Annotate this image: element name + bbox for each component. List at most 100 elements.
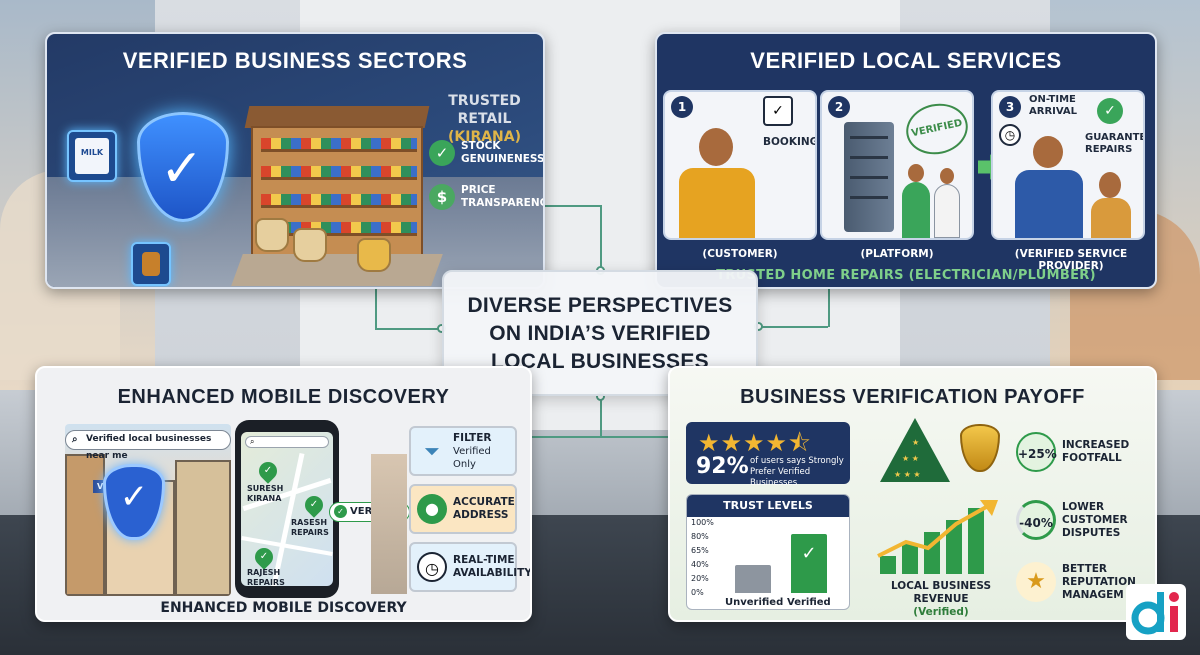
star-icon: ★ ★ [902, 454, 919, 463]
connector-line [375, 289, 377, 329]
panel-title: VERIFIED BUSINESS SECTORS [122, 48, 468, 73]
star-icon: ★ [912, 438, 920, 447]
technician-avatar [1033, 136, 1063, 168]
phone-search-input[interactable]: ⌕ [245, 436, 329, 448]
accurate-address-card[interactable]: ● ACCURATE ADDRESS [409, 484, 517, 534]
customer-avatar [699, 128, 733, 166]
street-scene-right [371, 454, 407, 594]
panel-caption: ENHANCED MOBILE DISCOVERY [160, 600, 407, 616]
preference-percentage: 92% [696, 454, 749, 479]
panel-verified-business-sectors: VERIFIED BUSINESS SECTORS MILK ✓ TRUSTED… [45, 32, 545, 289]
trust-axis-tick: 65% [691, 546, 709, 555]
feature-price-transparency: $ PRICE TRANSPARENCY [429, 184, 543, 210]
connector-line [532, 436, 602, 438]
map-pin-icon[interactable]: ✓ [301, 492, 327, 518]
filter-funnel-icon: ⏷ [424, 439, 440, 463]
search-input[interactable]: ⌕ Verified local businesses near me [65, 430, 231, 461]
panel-business-verification-payoff: BUSINESS VERIFICATION PAYOFF ★★★★⯪ 92% o… [668, 366, 1157, 622]
revenue-bar [902, 544, 918, 574]
jar-product-card [131, 242, 171, 286]
step-platform: 2 VERIFIED [820, 90, 974, 240]
clock-icon: ◷ [999, 124, 1021, 146]
step-caption: (VERIFIED SERVICE PROVIDER) [1014, 248, 1128, 272]
connector-line [375, 328, 442, 330]
feature-label: STOCK GENUINENESS [461, 140, 545, 165]
on-time-arrival-label: ON-TIME ARRIVAL [1029, 94, 1078, 117]
search-icon: ⌕ [72, 434, 78, 445]
benefit-increased-footfall: +25% INCREASED FOOTFALL [1016, 432, 1154, 472]
check-icon: ✓ [334, 505, 347, 518]
map-pin-icon[interactable]: ✓ [251, 544, 277, 570]
homeowner-avatar [1099, 172, 1121, 198]
trust-bar-label: Verified [787, 597, 831, 608]
central-title-line: LOCAL BUSINESSES [491, 350, 709, 373]
feature-label: FILTER Verified Only [453, 432, 515, 471]
disputes-reduction-icon: -40% [1016, 500, 1056, 540]
check-badge-icon: ✓ [429, 140, 455, 166]
filter-verified-card[interactable]: ⏷ FILTER Verified Only [409, 426, 517, 476]
step-service-provider: 3 ON-TIME ARRIVAL ◷ ✓ GUARANTEED REPAIRS [991, 90, 1145, 240]
star-rating-icon: ★★★★⯪ [698, 429, 812, 457]
connector-line [600, 205, 602, 270]
revenue-caption-sub: (Verified) [913, 606, 969, 618]
footfall-growth-icon: +25% [1016, 432, 1057, 472]
step-number: 1 [671, 96, 693, 118]
panel-enhanced-mobile-discovery: ENHANCED MOBILE DISCOVERY ⌕ Verified loc… [35, 366, 532, 622]
connector-line [600, 396, 602, 436]
trust-axis-tick: 40% [691, 560, 709, 569]
feature-stock-genuineness: ✓ STOCK GENUINENESS [429, 140, 545, 166]
gear-check-icon: ✓ [1097, 98, 1123, 124]
trust-axis-tick: 100% [691, 518, 714, 527]
verified-stamp: VERIFIED [901, 98, 972, 160]
trust-axis-tick: 80% [691, 532, 709, 541]
revenue-bar [946, 520, 962, 574]
growth-arrow-icon [877, 500, 998, 558]
agent-body [934, 184, 960, 238]
benefit-label: INCREASED FOOTFALL [1062, 439, 1130, 464]
shop-building [175, 460, 231, 596]
calendar-icon: ✓ [763, 96, 793, 126]
trusted-home-repairs-label: TRUSTED HOME REPAIRS (ELECTRICIAN/PLUMBE… [716, 268, 1096, 283]
retail-heading: TRUSTED RETAIL (KIRANA) [427, 92, 542, 146]
clock-icon: ◷ [417, 552, 447, 582]
map-label: RASESH REPAIRS [291, 518, 329, 537]
customer-body [679, 168, 755, 238]
panel-verified-local-services: VERIFIED LOCAL SERVICES 1 ✓ BOOKING 2 VE… [655, 32, 1157, 289]
step-number: 3 [999, 96, 1021, 118]
agent-avatar [940, 168, 954, 184]
handshake-star-icon: ★ [1016, 562, 1056, 602]
revenue-bar [968, 508, 984, 574]
panel-title: BUSINESS VERIFICATION PAYOFF [740, 386, 1085, 408]
grain-sack [255, 218, 289, 252]
feature-title: REAL-TIME AVAILABILITY [453, 554, 532, 579]
central-title-line: ON INDIA’S VERIFIED [489, 322, 711, 345]
revenue-growth-chart [876, 496, 1006, 574]
revenue-caption: LOCAL BUSINESS REVENUE (Verified) [866, 580, 1016, 619]
step-number: 2 [828, 96, 850, 118]
panel-title: VERIFIED LOCAL SERVICES [750, 48, 1062, 73]
real-time-availability-card[interactable]: ◷ REAL-TIME AVAILABILITY [409, 542, 532, 592]
technician-body [1015, 170, 1083, 238]
feature-label: PRICE TRANSPARENCY [461, 184, 543, 209]
brand-logo [1126, 584, 1186, 640]
retail-subtitle: (KIRANA) [447, 129, 522, 145]
trust-bar-unverified [735, 565, 771, 593]
map-label: RAJESH REPAIRS [247, 568, 285, 586]
trust-levels-chart: TRUST LEVELS 100%80%65%40%20%0% Unverifi… [686, 494, 850, 610]
milk-product-card: MILK [67, 130, 117, 182]
agent-avatar [908, 164, 924, 182]
map-pin-icon[interactable]: ✓ [255, 458, 281, 484]
central-title-line: DIVERSE PERSPECTIVES [467, 294, 733, 317]
feature-title: ACCURATE ADDRESS [453, 496, 515, 521]
connector-line [758, 326, 828, 328]
trust-bar-verified: ✓ [791, 533, 827, 593]
user-preference-rating: ★★★★⯪ 92% of users says Strongly Prefer … [686, 422, 850, 488]
gold-shield-icon [960, 424, 1000, 472]
benefit-lower-disputes: -40% LOWER CUSTOMER DISPUTES [1016, 500, 1154, 540]
benefit-label: LOWER CUSTOMER DISPUTES [1062, 500, 1128, 539]
guaranteed-repairs-label: GUARANTEED REPAIRS [1085, 132, 1143, 155]
revenue-caption-title: LOCAL BUSINESS REVENUE [890, 580, 992, 605]
trust-bar-label: Unverified [725, 597, 784, 608]
phone-map-screen: ⌕ ✓ SURESH KIRANA ✓ RASESH REPAIRS ✓ RAJ… [241, 432, 333, 586]
trust-axis-tick: 0% [691, 588, 704, 597]
